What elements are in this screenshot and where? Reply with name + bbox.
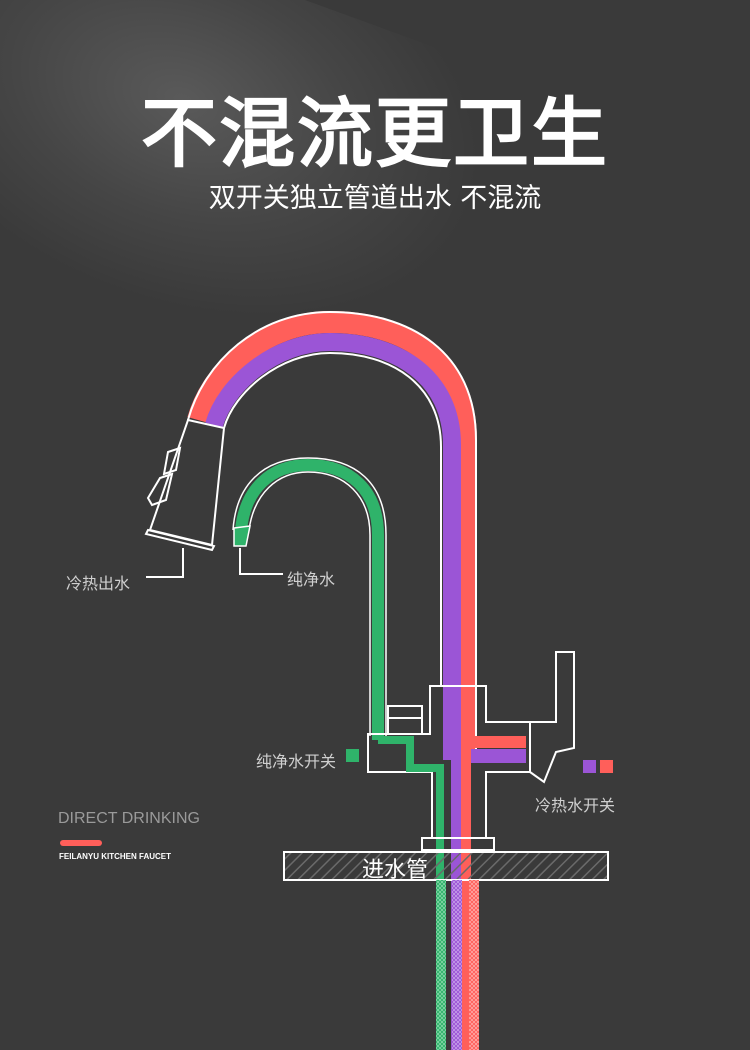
hot-water-channel [187, 310, 477, 760]
pure-water-swatch [346, 749, 359, 762]
mixed-outlet-label: 冷热出水 [66, 574, 131, 593]
spray-head-icon [144, 418, 226, 552]
inlet-hoses [436, 880, 479, 1050]
brand-tagline: DIRECT DRINKING [58, 810, 200, 827]
mixed-water-spout [187, 310, 477, 760]
page-title: 不混流更卫生 [141, 89, 609, 178]
inlet-label: 进水管 [362, 858, 429, 883]
pure-outlet-label: 纯净水 [287, 570, 336, 589]
hot-water-swatch [600, 760, 613, 773]
brand-accent-bar [60, 840, 102, 846]
label-leader-lines [146, 548, 283, 578]
mix-switch-label: 冷热水开关 [535, 796, 616, 815]
cold-water-channel [205, 332, 461, 760]
pure-switch-label: 纯净水开关 [256, 752, 337, 771]
cold-water-swatch [583, 760, 596, 773]
mounting-base [421, 837, 495, 851]
inlet-countertop [283, 851, 609, 881]
page-subtitle: 双开关独立管道出水 不混流 [208, 183, 542, 214]
pure-water-spout [232, 457, 387, 740]
mixer-lever-icon [529, 651, 575, 784]
brand-name: FEILANYU KITCHEN FAUCET [59, 852, 171, 861]
